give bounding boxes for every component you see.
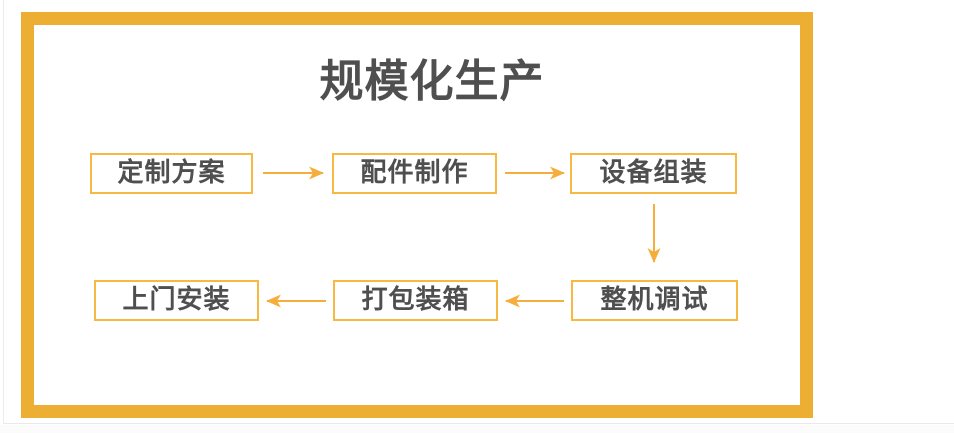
page-card-edge	[3, 0, 954, 424]
flow-step-custom-plan: 定制方案	[90, 153, 253, 194]
diagram-title: 规模化生产	[319, 56, 545, 107]
flow-step-packing: 打包装箱	[333, 280, 498, 321]
flow-step-onsite-install: 上门安装	[94, 280, 259, 321]
diagram-border-frame	[21, 12, 813, 418]
page-background-band	[0, 425, 954, 433]
flow-step-parts-making: 配件制作	[332, 153, 497, 194]
flow-step-machine-debugging: 整机调试	[571, 280, 738, 321]
flow-step-equipment-assembly: 设备组装	[570, 153, 737, 194]
